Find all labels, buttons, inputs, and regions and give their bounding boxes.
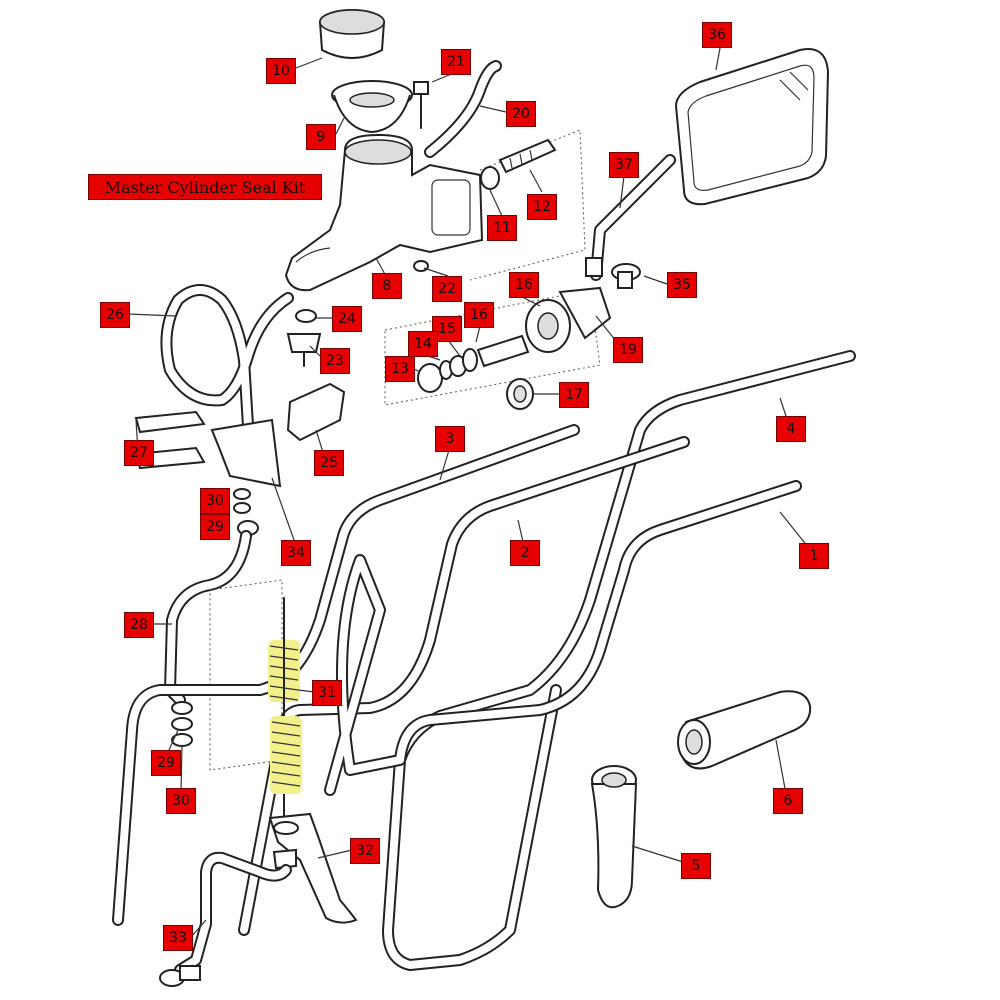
callout-30-lower[interactable]: 30 — [166, 788, 196, 814]
callout-29-lower[interactable]: 29 — [151, 750, 181, 776]
callout-25[interactable]: 25 — [314, 450, 344, 476]
banjo-bolt-22 — [413, 260, 429, 272]
callout-12[interactable]: 12 — [527, 194, 557, 220]
callout-16-right[interactable]: 16 — [509, 272, 539, 298]
callout-13[interactable]: 13 — [385, 356, 415, 382]
callout-1[interactable]: 1 — [799, 543, 829, 569]
master-cylinder-body — [284, 133, 484, 292]
bracket-32 — [268, 812, 358, 924]
mirror-assembly — [585, 48, 830, 281]
callout-34[interactable]: 34 — [281, 540, 311, 566]
union-fitting — [159, 965, 201, 987]
callout-27[interactable]: 27 — [124, 440, 154, 466]
callout-23[interactable]: 23 — [320, 348, 350, 374]
callout-15[interactable]: 15 — [432, 316, 462, 342]
reservoir-diaphragm — [331, 80, 413, 134]
callout-4[interactable]: 4 — [776, 416, 806, 442]
callout-30-upper[interactable]: 30 — [200, 488, 230, 514]
hose-clips — [134, 410, 206, 470]
hose-fitting — [286, 309, 322, 367]
washers-upper — [233, 488, 259, 536]
callout-5[interactable]: 5 — [681, 853, 711, 879]
callout-8[interactable]: 8 — [372, 273, 402, 299]
callout-2[interactable]: 2 — [510, 540, 540, 566]
washers-lower — [171, 701, 193, 747]
callout-35[interactable]: 35 — [667, 272, 697, 298]
callout-31[interactable]: 31 — [312, 680, 342, 706]
callout-33[interactable]: 33 — [163, 925, 193, 951]
brake-pipe — [164, 530, 252, 706]
bracket-25 — [286, 382, 346, 442]
callout-9[interactable]: 9 — [306, 124, 336, 150]
brake-switch-assembly — [417, 286, 612, 410]
callout-6[interactable]: 6 — [773, 788, 803, 814]
callout-26[interactable]: 26 — [100, 302, 130, 328]
callout-29-upper[interactable]: 29 — [200, 514, 230, 540]
nut-35 — [611, 263, 641, 289]
leader-lines — [127, 47, 813, 937]
grip-6 — [677, 690, 812, 770]
callout-37[interactable]: 37 — [609, 152, 639, 178]
spring-31-lower — [270, 716, 302, 794]
piston-assembly — [480, 138, 557, 190]
grip-5 — [590, 765, 638, 909]
master-cylinder-seal-kit-label[interactable]: Master Cylinder Seal Kit — [88, 174, 322, 200]
callout-11[interactable]: 11 — [487, 215, 517, 241]
callout-16-left[interactable]: 16 — [464, 302, 494, 328]
callout-20[interactable]: 20 — [506, 101, 536, 127]
screw-21 — [413, 81, 429, 129]
callout-36[interactable]: 36 — [702, 22, 732, 48]
callout-24[interactable]: 24 — [332, 306, 362, 332]
handlebar-1 — [324, 480, 802, 796]
callout-10[interactable]: 10 — [266, 58, 296, 84]
callout-17[interactable]: 17 — [559, 382, 589, 408]
callout-21[interactable]: 21 — [441, 49, 471, 75]
reservoir-cap — [319, 9, 385, 59]
callout-3[interactable]: 3 — [435, 426, 465, 452]
callout-19[interactable]: 19 — [613, 337, 643, 363]
callout-32[interactable]: 32 — [350, 838, 380, 864]
callout-28[interactable]: 28 — [124, 612, 154, 638]
callout-14[interactable]: 14 — [408, 331, 438, 357]
junction-bracket — [210, 418, 282, 488]
assembly-guide-lower — [209, 579, 283, 771]
callout-22[interactable]: 22 — [432, 276, 462, 302]
